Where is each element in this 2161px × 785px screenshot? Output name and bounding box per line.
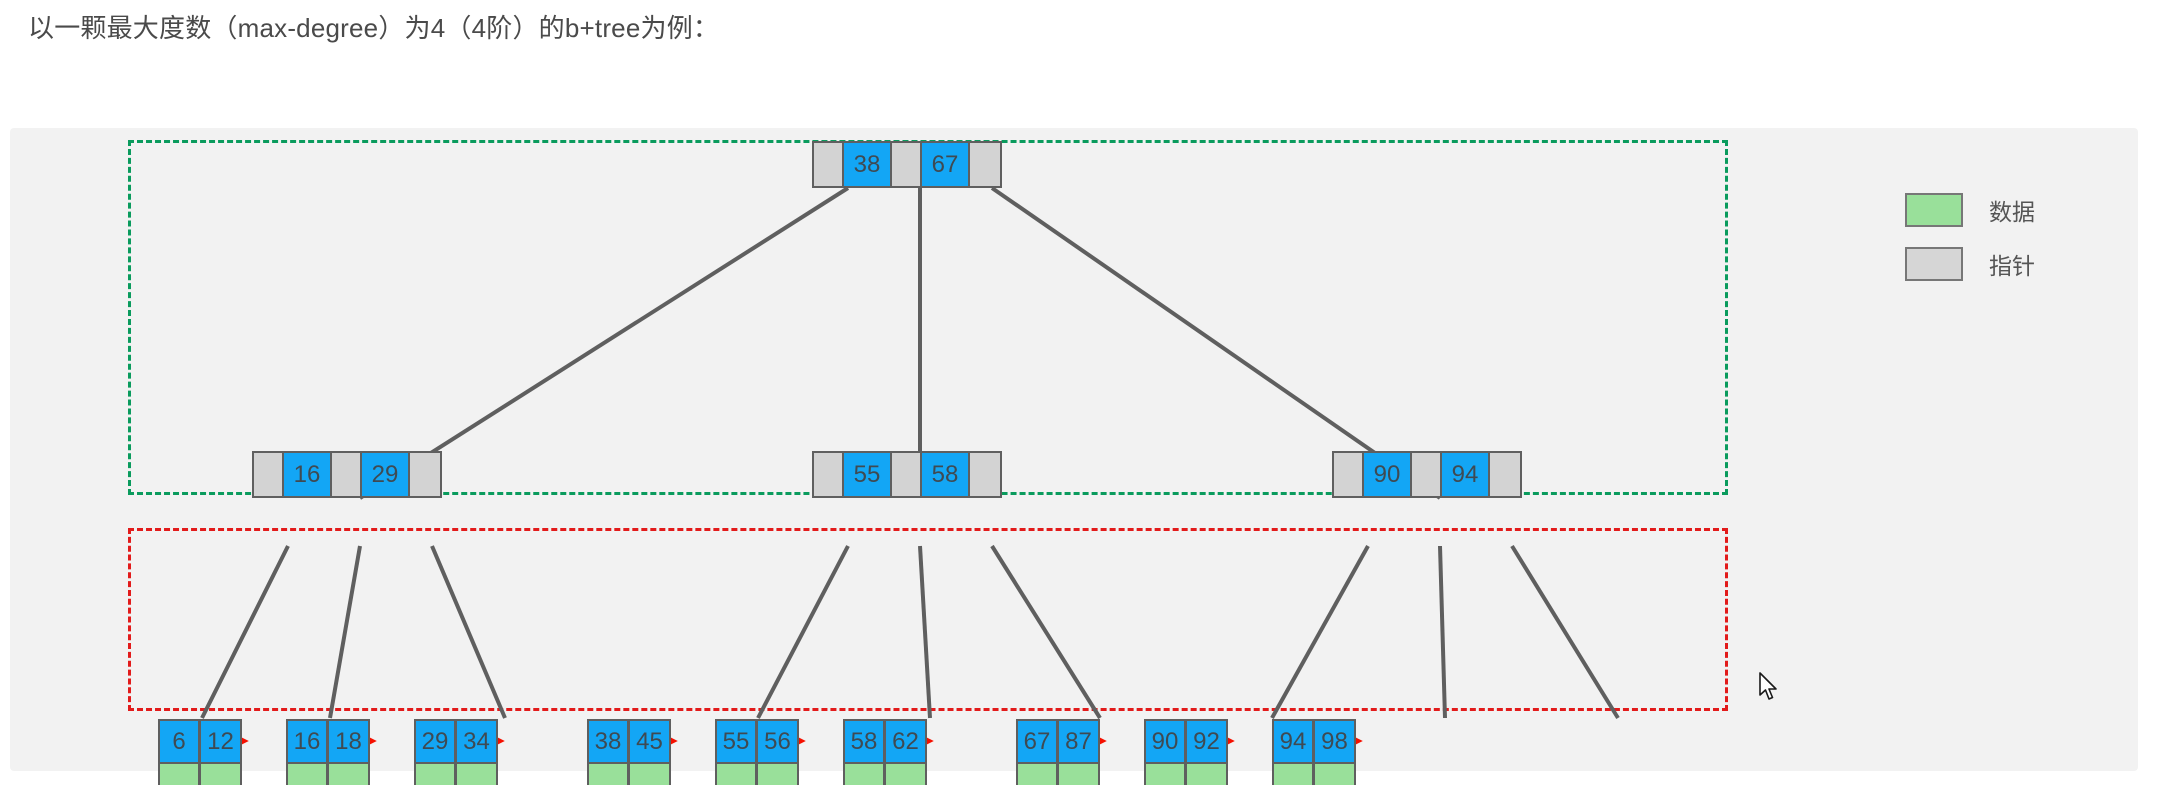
leaf-8-data-row	[1144, 763, 1228, 785]
internal-node-middle[interactable]: 55 58	[812, 451, 1002, 498]
internal-middle-pointer-2	[970, 453, 1000, 496]
leaf-3-data-1	[456, 763, 498, 785]
leaf-5-key-0: 55	[715, 719, 757, 763]
leaf-4-data-0	[587, 763, 629, 785]
internal-left-key-0: 16	[284, 453, 332, 496]
leaf-6-data-1	[885, 763, 927, 785]
internal-right-pointer-1	[1412, 453, 1442, 496]
internal-middle-pointer-1	[892, 453, 922, 496]
mouse-pointer-icon	[1759, 672, 1777, 700]
root-pointer-1	[892, 143, 922, 186]
leaf-node-7[interactable]: 67 87	[1016, 719, 1100, 785]
leaf-8-key-row: 90 92	[1144, 719, 1228, 763]
leaf-3-data-0	[414, 763, 456, 785]
leaf-9-data-0	[1272, 763, 1314, 785]
internal-left-pointer-2	[410, 453, 440, 496]
leaf-9-key-row: 94 98	[1272, 719, 1356, 763]
legend-item-pointer: 指针	[1905, 244, 2035, 284]
leaf-2-data-row	[286, 763, 370, 785]
leaf-2-key-row: 16 18	[286, 719, 370, 763]
root-key-0: 38	[844, 143, 892, 186]
leaf-8-data-1	[1186, 763, 1228, 785]
leaf-node-4[interactable]: 38 45	[587, 719, 671, 785]
leaf-6-key-0: 58	[843, 719, 885, 763]
leaf-3-key-0: 29	[414, 719, 456, 763]
leaf-3-data-row	[414, 763, 498, 785]
leaf-9-data-1	[1314, 763, 1356, 785]
internal-left-pointer-1	[332, 453, 362, 496]
root-node[interactable]: 38 67	[812, 141, 1002, 188]
leaf-node-6[interactable]: 58 62	[843, 719, 927, 785]
leaf-1-key-row: 6 12	[158, 719, 242, 763]
leaf-2-key-1: 18	[328, 719, 370, 763]
leaf-6-data-0	[843, 763, 885, 785]
leaf-4-key-row: 38 45	[587, 719, 671, 763]
internal-right-pointer-2	[1490, 453, 1520, 496]
leaf-5-data-1	[757, 763, 799, 785]
root-pointer-2	[970, 143, 1000, 186]
internal-left-key-1: 29	[362, 453, 410, 496]
leaf-node-2[interactable]: 16 18	[286, 719, 370, 785]
leaf-1-key-1: 12	[200, 719, 242, 763]
root-key-1: 67	[922, 143, 970, 186]
leaf-5-data-0	[715, 763, 757, 785]
leaf-1-data-0	[158, 763, 200, 785]
legend-item-data: 数据	[1905, 190, 2035, 230]
leaf-7-data-1	[1058, 763, 1100, 785]
diagram-panel: 38 67 16 29 55 58 90 94	[10, 128, 2138, 785]
leaf-7-key-1: 87	[1058, 719, 1100, 763]
leaf-2-key-0: 16	[286, 719, 328, 763]
page-caption: 以一颗最大度数（max-degree）为4（4阶）的b+tree为例：	[28, 13, 720, 43]
leaf-7-data-0	[1016, 763, 1058, 785]
leaf-6-key-1: 62	[885, 719, 927, 763]
leaf-node-1[interactable]: 6 12	[158, 719, 242, 785]
pointer-gray-swatch	[1905, 247, 1963, 281]
leaf-2-data-0	[286, 763, 328, 785]
internal-middle-pointer-0	[814, 453, 844, 496]
leaf-9-key-1: 98	[1314, 719, 1356, 763]
leaf-4-data-row	[587, 763, 671, 785]
leaf-4-key-0: 38	[587, 719, 629, 763]
data-green-swatch	[1905, 193, 1963, 227]
leaf-1-key-0: 6	[158, 719, 200, 763]
leaf-7-data-row	[1016, 763, 1100, 785]
leaf-5-data-row	[715, 763, 799, 785]
legend-label-data: 数据	[1989, 199, 2035, 225]
legend-label-pointer: 指针	[1989, 253, 2035, 279]
leaf-3-key-row: 29 34	[414, 719, 498, 763]
leaf-2-data-1	[328, 763, 370, 785]
leaf-node-5[interactable]: 55 56	[715, 719, 799, 785]
legend: 数据 指针	[1905, 190, 2035, 298]
leaf-6-key-row: 58 62	[843, 719, 927, 763]
leaf-8-key-0: 90	[1144, 719, 1186, 763]
leaf-4-key-1: 45	[629, 719, 671, 763]
leaf-1-data-1	[200, 763, 242, 785]
leaf-7-key-row: 67 87	[1016, 719, 1100, 763]
internal-right-key-0: 90	[1364, 453, 1412, 496]
leaf-6-data-row	[843, 763, 927, 785]
leaf-node-9[interactable]: 94 98	[1272, 719, 1356, 785]
internal-left-pointer-0	[254, 453, 284, 496]
internal-right-pointer-0	[1334, 453, 1364, 496]
leaf-8-key-1: 92	[1186, 719, 1228, 763]
leaf-4-data-1	[629, 763, 671, 785]
leaf-nodes-group-box	[128, 528, 1728, 711]
leaf-1-data-row	[158, 763, 242, 785]
internal-node-right[interactable]: 90 94	[1332, 451, 1522, 498]
internal-node-left[interactable]: 16 29	[252, 451, 442, 498]
leaf-node-3[interactable]: 29 34	[414, 719, 498, 785]
leaf-5-key-1: 56	[757, 719, 799, 763]
internal-nodes-group-box	[128, 140, 1728, 495]
leaf-5-key-row: 55 56	[715, 719, 799, 763]
leaf-8-data-0	[1144, 763, 1186, 785]
internal-middle-key-1: 58	[922, 453, 970, 496]
internal-right-key-1: 94	[1442, 453, 1490, 496]
leaf-9-data-row	[1272, 763, 1356, 785]
internal-middle-key-0: 55	[844, 453, 892, 496]
leaf-7-key-0: 67	[1016, 719, 1058, 763]
root-pointer-0	[814, 143, 844, 186]
leaf-3-key-1: 34	[456, 719, 498, 763]
leaf-9-key-0: 94	[1272, 719, 1314, 763]
leaf-node-8[interactable]: 90 92	[1144, 719, 1228, 785]
